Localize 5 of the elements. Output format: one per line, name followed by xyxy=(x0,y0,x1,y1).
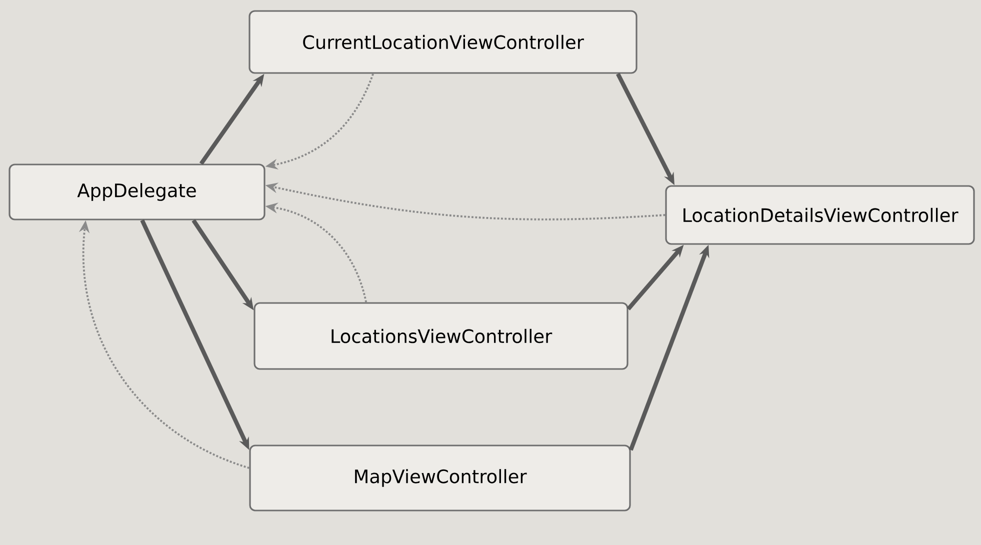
class-box: LocationsViewController xyxy=(254,302,628,370)
class-box: MapViewController xyxy=(249,444,631,512)
class-box: CurrentLocationViewController xyxy=(248,10,638,74)
class-box: LocationDetailsViewController xyxy=(665,185,975,245)
class-box: AppDelegate xyxy=(8,164,266,220)
